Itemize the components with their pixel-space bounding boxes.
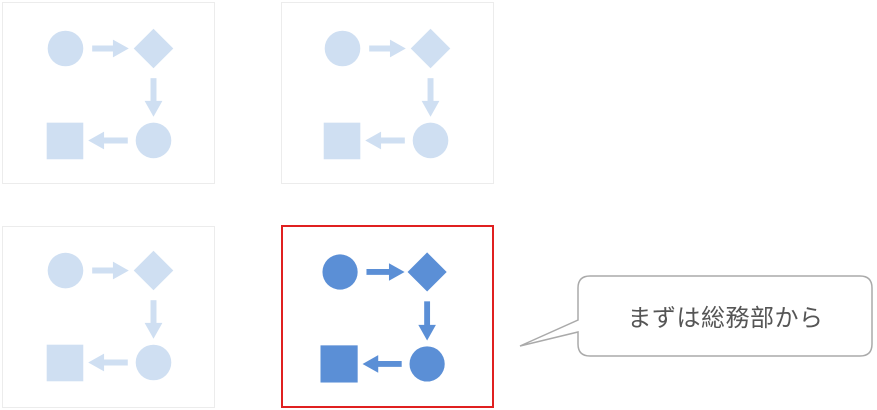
circle-icon xyxy=(47,30,84,67)
circle-icon xyxy=(47,252,84,289)
flow-card-bottom-left[interactable] xyxy=(2,226,215,408)
circle-icon xyxy=(412,122,449,159)
circle-icon xyxy=(322,254,358,290)
square-icon xyxy=(46,122,84,160)
right-arrow-head xyxy=(389,39,406,58)
flow-card-bottom-right[interactable] xyxy=(281,225,494,408)
speech-bubble: まずは総務部から xyxy=(518,274,877,360)
flow-card-top-left[interactable] xyxy=(2,2,215,184)
diamond-icon xyxy=(133,28,174,69)
speech-bubble-text: まずは総務部から xyxy=(627,303,824,332)
left-arrow-head xyxy=(365,131,382,150)
speech-bubble-shape xyxy=(519,275,873,357)
left-arrow-head xyxy=(362,355,379,373)
down-arrow-head xyxy=(418,324,436,341)
flow-diagram xyxy=(320,252,447,383)
flow-diagram xyxy=(323,28,451,160)
left-arrow-head xyxy=(88,131,105,150)
down-arrow-head xyxy=(421,100,440,117)
circle-icon xyxy=(324,30,361,67)
circle-icon xyxy=(409,346,445,382)
down-arrow-head xyxy=(144,322,163,339)
down-arrow-head xyxy=(144,100,163,117)
flow-diagram xyxy=(46,28,174,160)
square-icon xyxy=(320,345,358,383)
flow-card-top-right[interactable] xyxy=(281,2,494,184)
square-icon xyxy=(46,344,84,382)
right-arrow-head xyxy=(112,261,129,280)
left-arrow-head xyxy=(88,353,105,372)
right-arrow-head xyxy=(112,39,129,58)
circle-icon xyxy=(135,122,172,159)
square-icon xyxy=(323,122,361,160)
right-arrow-head xyxy=(388,263,405,281)
diamond-icon xyxy=(410,28,451,69)
diamond-icon xyxy=(133,250,174,291)
circle-icon xyxy=(135,344,172,381)
diamond-icon xyxy=(407,252,447,292)
flow-diagram xyxy=(46,250,174,382)
